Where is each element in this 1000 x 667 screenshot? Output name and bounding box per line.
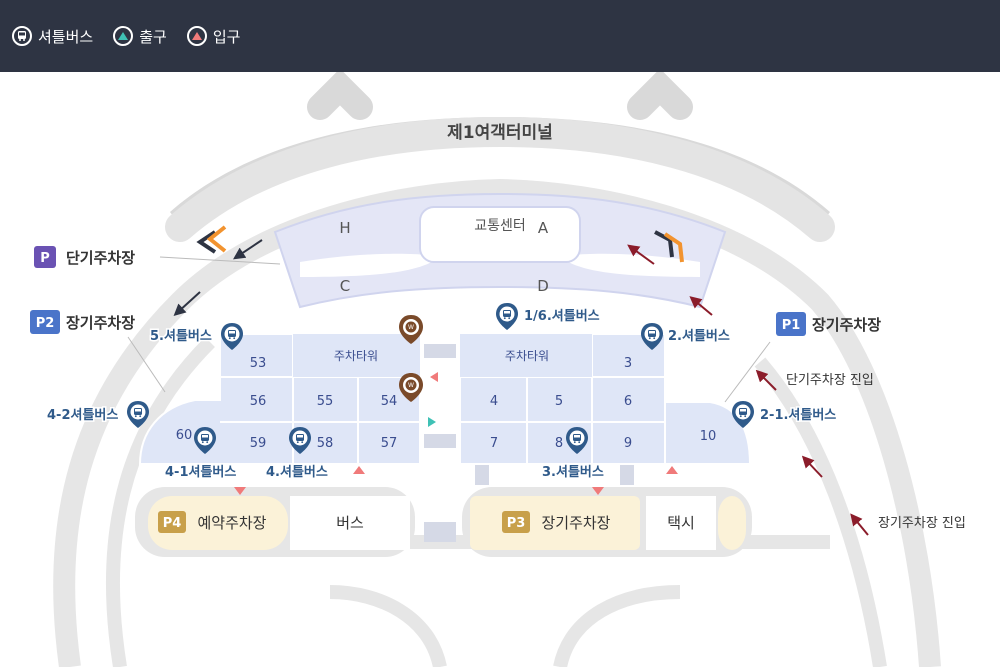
legend-entrance: 입구 <box>186 26 241 47</box>
p3-label[interactable]: 장기주차장 <box>541 514 610 532</box>
shuttle-stop-4-2-label[interactable]: 4-2셔틀버스 <box>46 406 120 425</box>
lot-3[interactable]: 3 <box>624 356 632 371</box>
lot-6[interactable]: 6 <box>624 394 632 409</box>
legend-shuttle-label: 셔틀버스 <box>38 27 94 46</box>
shuttle-stop-4-1-label[interactable]: 4-1셔틀버스 <box>164 463 238 482</box>
bottom-walkway <box>424 522 456 536</box>
lot-5[interactable]: 5 <box>555 394 563 409</box>
lot-55[interactable]: 55 <box>317 394 334 409</box>
bus-icon <box>12 26 32 46</box>
parking-tower-left-label: 주차타워 <box>334 349 378 363</box>
lot-60[interactable]: 60 <box>176 428 193 443</box>
short-entry-label: 단기주차장 진입 <box>786 373 874 388</box>
p3-badge <box>502 511 530 533</box>
shuttle-stop-2-label[interactable]: 2.셔틀버스 <box>667 327 732 346</box>
p1-leader <box>724 341 771 403</box>
transport-center-title: 교통센터 <box>474 218 526 234</box>
exit-marker <box>428 417 436 427</box>
p3-taxi-block <box>462 487 752 557</box>
p2-badge <box>30 310 60 334</box>
parking-tower-left[interactable] <box>293 334 420 377</box>
p4-bus-block <box>135 487 415 557</box>
transport-center[interactable] <box>273 192 727 309</box>
shuttle-stop-1-6-pin[interactable] <box>496 303 518 330</box>
lot-56[interactable]: 56 <box>250 394 267 409</box>
terminal-building[interactable] <box>165 72 835 242</box>
p4-label[interactable]: 예약주차장 <box>197 514 266 532</box>
lot-8[interactable]: 8 <box>555 436 563 451</box>
zone-a-label: A <box>538 219 549 237</box>
short-term-badge-text: P <box>40 251 50 266</box>
lot-59[interactable]: 59 <box>250 436 267 451</box>
shuttle-stop-2-1-label[interactable]: 2-1.셔틀버스 <box>759 406 838 425</box>
shuttle-stop-4-label[interactable]: 4.셔틀버스 <box>265 463 330 482</box>
parking-tower-right[interactable] <box>460 334 592 377</box>
p4-badge <box>158 511 186 533</box>
p2-label[interactable]: 장기주차장 <box>66 314 135 332</box>
shuttle-stop-1-6-label[interactable]: 1/6.셔틀버스 <box>523 307 602 326</box>
entrance-triangle-icon <box>186 26 207 46</box>
lot-58[interactable]: 58 <box>317 436 334 451</box>
short-term-label[interactable]: 단기주차장 <box>66 249 135 267</box>
exit-triangle-icon <box>113 26 134 46</box>
lot-7[interactable]: 7 <box>490 436 498 451</box>
p1-badge-text: P1 <box>782 318 801 333</box>
p2-badge-text: P2 <box>36 316 55 331</box>
left-chevron-marker <box>196 225 227 254</box>
p4-badge-text: P4 <box>163 516 182 531</box>
legend-exit-label: 출구 <box>139 27 167 46</box>
p1-badge <box>776 312 806 336</box>
legend-shuttle: 셔틀버스 <box>12 26 93 47</box>
long-entry-label: 장기주차장 진입 <box>878 516 966 531</box>
lot-4[interactable]: 4 <box>490 394 498 409</box>
shuttle-stop-5-label[interactable]: 5.셔틀버스 <box>149 327 214 346</box>
lot-9[interactable]: 9 <box>624 436 632 451</box>
entrance-markers <box>234 372 678 495</box>
right-chevron-marker <box>654 230 684 263</box>
short-term-badge <box>34 246 56 268</box>
zone-c-label: C <box>340 277 350 295</box>
terminal-title: 제1여객터미널 <box>447 123 553 143</box>
shuttle-stop-3-label[interactable]: 3.셔틀버스 <box>541 463 606 482</box>
direction-arrows <box>173 239 869 536</box>
legend-entrance-label: 입구 <box>212 27 241 46</box>
lot-53[interactable]: 53 <box>250 356 267 371</box>
parking-map-svg: W 제1여객터미널 교통센터 H A C D <box>30 72 966 667</box>
legend-exit: 출구 <box>113 26 167 47</box>
bus-area-label[interactable]: 버스 <box>336 514 364 532</box>
taxi-area-label[interactable]: 택시 <box>667 514 695 532</box>
p1-label[interactable]: 장기주차장 <box>812 316 881 334</box>
p2-leader <box>127 336 166 393</box>
map-legend-bar: 셔틀버스 출구 입구 <box>0 0 1000 72</box>
parking-tower-right-label: 주차타워 <box>505 349 549 363</box>
lot-54[interactable]: 54 <box>381 394 398 409</box>
zone-d-label: D <box>537 277 549 295</box>
p3-badge-text: P3 <box>507 516 526 531</box>
parking-map: W 제1여객터미널 교통센터 H A C D <box>0 72 1000 667</box>
short-term-leader <box>159 256 281 265</box>
zone-h-label: H <box>339 219 350 237</box>
lot-57[interactable]: 57 <box>381 436 398 451</box>
lot-10[interactable]: 10 <box>700 429 717 444</box>
